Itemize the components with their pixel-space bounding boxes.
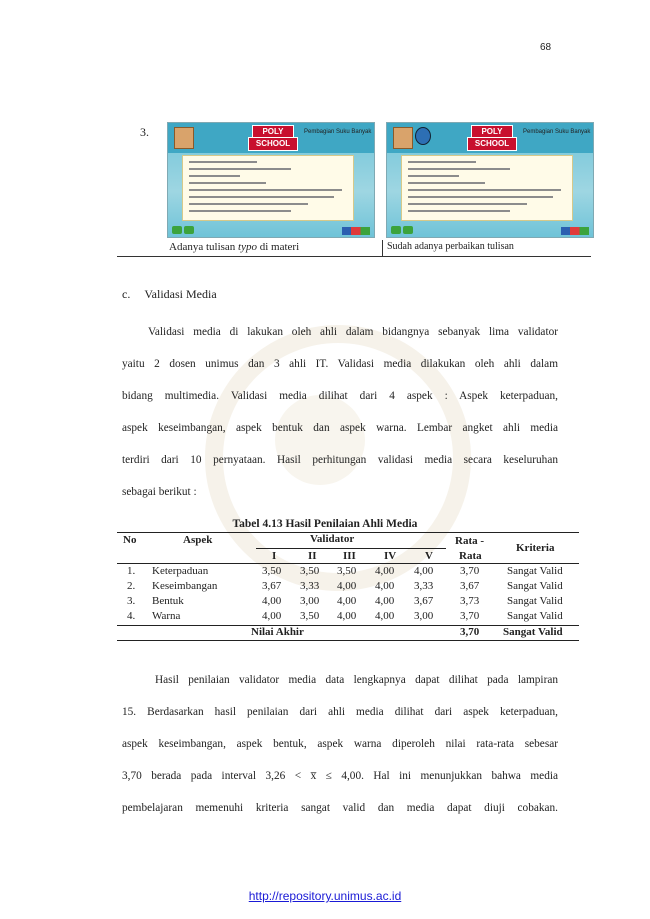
topic-title: Pembagian Suku Banyak: [304, 129, 372, 135]
table-bottom-rule: [117, 640, 579, 641]
school-building-icon: [393, 127, 413, 149]
final-score-label: Nilai Akhir: [251, 626, 304, 638]
row-value: 4,00: [375, 565, 395, 577]
row-no: 4.: [127, 610, 136, 622]
row-value: 4,00: [375, 580, 395, 592]
header-kriteria: Kriteria: [516, 542, 555, 554]
menu-icons: [342, 227, 370, 235]
row-no: 3.: [127, 595, 136, 607]
header-validator-5: V: [425, 550, 433, 562]
menu-icons: [561, 227, 589, 235]
material-panel: [182, 155, 354, 221]
row-value: 4,00: [337, 580, 357, 592]
row-value: 3,67: [414, 595, 434, 607]
row-aspek: Keseimbangan: [152, 580, 218, 592]
repository-link[interactable]: http://repository.unimus.ac.id: [248, 889, 402, 903]
back-arrow-icon: [172, 226, 182, 234]
validator-rule: [256, 548, 446, 549]
table-rule: [117, 256, 591, 257]
watermark-emblem: [275, 395, 365, 485]
row-value: 4,00: [337, 595, 357, 607]
header-rata-2: Rata: [459, 550, 482, 562]
row-rata: 3,70: [460, 610, 480, 622]
paragraph-line: sebagai berikut :: [122, 486, 197, 498]
header-validator: Validator: [310, 533, 355, 545]
row-rata: 3,67: [460, 580, 480, 592]
material-panel: [401, 155, 573, 221]
paragraph-line: pembelajaran memenuhi kriteria sangat va…: [122, 802, 558, 814]
row-value: 3,67: [262, 580, 282, 592]
item-number: 3.: [140, 125, 149, 139]
topic-title: Pembagian Suku Banyak: [523, 129, 591, 135]
poly-logo: POLY: [471, 125, 513, 139]
section-heading: c.Validasi Media: [122, 287, 217, 301]
body-bottom-rule: [117, 625, 579, 626]
header-aspek: Aspek: [183, 534, 213, 546]
paragraph-line: 3,70 berada pada interval 3,26 < x̅ ≤ 4,…: [122, 770, 558, 782]
school-building-icon: [174, 127, 194, 149]
paragraph-line: Hasil penilaian validator media data len…: [155, 674, 558, 686]
final-criteria: Sangat Valid: [503, 626, 563, 638]
row-kriteria: Sangat Valid: [507, 595, 563, 607]
paragraph-line: aspek keseimbangan, aspek bentuk, aspek …: [122, 738, 558, 750]
row-value: 3,50: [337, 565, 357, 577]
screenshot-before: POLY SCHOOL Pembagian Suku Banyak: [167, 122, 375, 238]
back-arrow-icon: [391, 226, 401, 234]
school-logo: SCHOOL: [467, 137, 517, 151]
university-emblem-icon: [415, 127, 431, 145]
paragraph-line: bidang multimedia. Validasi media diliha…: [122, 390, 558, 402]
page-number: 68: [540, 42, 552, 53]
row-rata: 3,70: [460, 565, 480, 577]
row-no: 1.: [127, 565, 136, 577]
row-kriteria: Sangat Valid: [507, 565, 563, 577]
header-rata-1: Rata -: [455, 535, 485, 547]
row-value: 3,00: [414, 610, 434, 622]
row-value: 4,00: [262, 610, 282, 622]
row-value: 4,00: [375, 595, 395, 607]
paragraph-line: aspek keseimbangan, aspek bentuk dan asp…: [122, 422, 558, 434]
column-divider: [382, 240, 383, 256]
row-kriteria: Sangat Valid: [507, 580, 563, 592]
row-value: 4,00: [414, 565, 434, 577]
paragraph-line: 15. Berdasarkan hasil penilaian dari ahl…: [122, 706, 558, 718]
row-value: 3,00: [300, 595, 320, 607]
header-no: No: [123, 534, 137, 546]
paragraph-line: yaitu 2 dosen unimus dan 3 ahli IT. Vali…: [122, 358, 558, 370]
row-value: 3,33: [414, 580, 434, 592]
header-validator-4: IV: [384, 550, 397, 562]
caption-before: Adanya tulisan typo di materi: [169, 241, 300, 253]
table-caption: Tabel 4.13 Hasil Penilaian Ahli Media: [232, 518, 418, 530]
paragraph-line: Validasi media di lakukan oleh ahli dala…: [148, 326, 558, 338]
row-value: 3,50: [262, 565, 282, 577]
table-top-rule: [117, 532, 579, 533]
row-value: 4,00: [337, 610, 357, 622]
row-aspek: Bentuk: [152, 595, 184, 607]
paragraph-line: terdiri dari 10 pernyataan. Hasil perhit…: [122, 454, 558, 466]
row-value: 3,50: [300, 610, 320, 622]
header-validator-3: III: [343, 550, 356, 562]
next-arrow-icon: [184, 226, 194, 234]
screenshot-after: POLY SCHOOL Pembagian Suku Banyak: [386, 122, 594, 238]
row-value: 3,33: [300, 580, 320, 592]
school-logo: SCHOOL: [248, 137, 298, 151]
final-score-value: 3,70: [460, 626, 480, 638]
row-value: 4,00: [262, 595, 282, 607]
row-kriteria: Sangat Valid: [507, 610, 563, 622]
row-value: 3,50: [300, 565, 320, 577]
row-rata: 3,73: [460, 595, 480, 607]
header-validator-2: II: [308, 550, 317, 562]
row-no: 2.: [127, 580, 136, 592]
header-validator-1: I: [272, 550, 277, 562]
header-bottom-rule: [117, 563, 579, 564]
next-arrow-icon: [403, 226, 413, 234]
row-aspek: Keterpaduan: [152, 565, 209, 577]
row-value: 4,00: [375, 610, 395, 622]
row-aspek: Warna: [152, 610, 181, 622]
caption-after: Sudah adanya perbaikan tulisan: [387, 241, 514, 252]
